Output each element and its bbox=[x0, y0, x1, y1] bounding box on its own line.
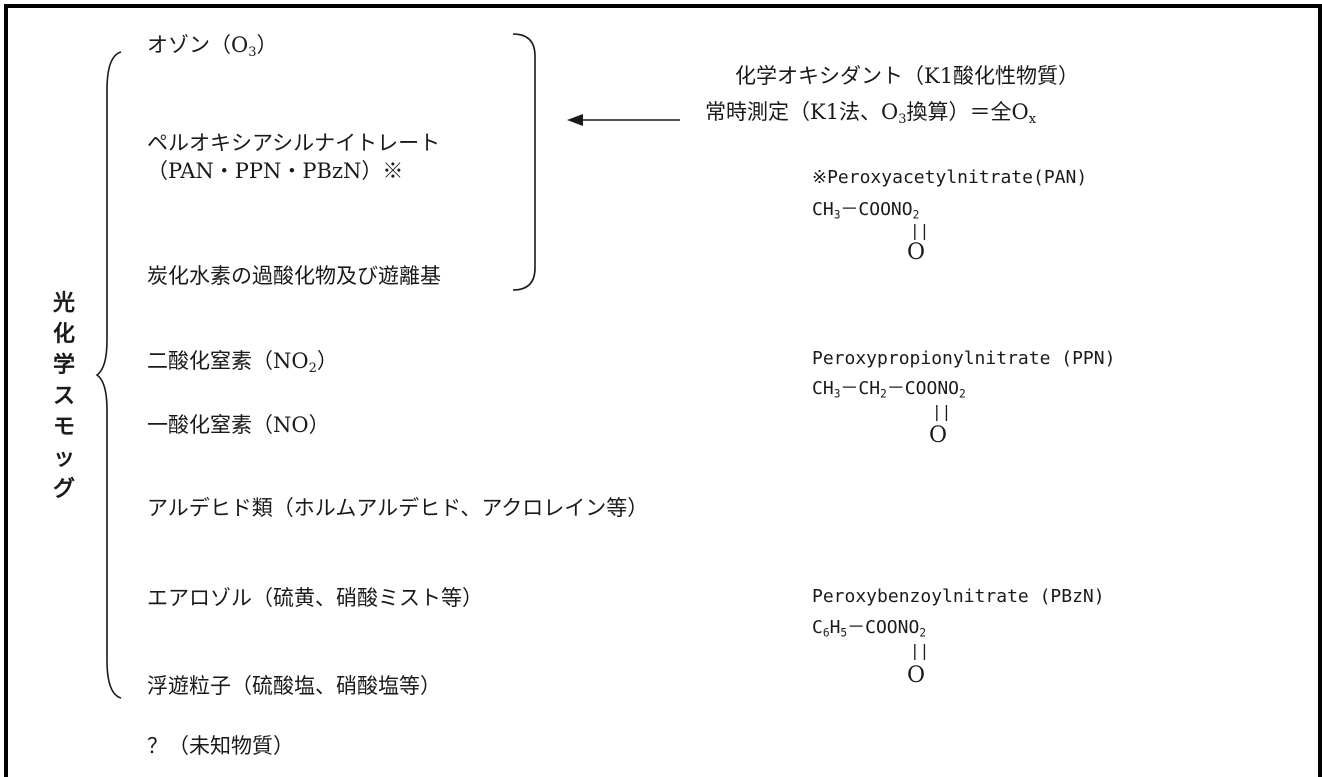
formula-name: Peroxypropionylnitrate (PPN) bbox=[812, 348, 1116, 369]
formula-name: Peroxybenzoylnitrate (PBzN) bbox=[812, 586, 1105, 607]
double-bond: || bbox=[910, 641, 930, 660]
title-char: 学 bbox=[52, 353, 75, 378]
vertical-title: 光 化 学 ス モ ッ グ bbox=[50, 288, 78, 505]
double-bond: || bbox=[932, 402, 952, 421]
title-char: モ bbox=[52, 415, 75, 440]
list-item: （PAN・PPN・PBzN）※ bbox=[147, 159, 404, 183]
list-item: アルデヒド類（ホルムアルデヒド、アクロレイン等） bbox=[147, 496, 649, 520]
double-bond: || bbox=[910, 221, 930, 240]
oxidant-title: 化学オキシダント（K1酸化性物質） bbox=[735, 64, 1080, 88]
list-item: エアロゾル（硫黄、硝酸ミスト等） bbox=[147, 586, 483, 610]
oxygen-atom: O bbox=[907, 663, 926, 688]
list-item: 炭化水素の過酸化物及び遊離基 bbox=[147, 264, 441, 288]
list-item: 二酸化窒素（NO2） bbox=[147, 349, 338, 376]
oxygen-atom: O bbox=[907, 240, 926, 265]
document-frame bbox=[4, 4, 1322, 777]
list-item: ？（未知物質） bbox=[147, 734, 294, 758]
formula-structure: CH3－COONO2 bbox=[812, 199, 920, 222]
left-brace-icon bbox=[95, 51, 122, 699]
title-char: 化 bbox=[52, 322, 75, 347]
formula-structure: CH3－CH2－COONO2 bbox=[812, 378, 966, 401]
title-char: 光 bbox=[52, 291, 75, 316]
formula-structure: C6H5－COONO2 bbox=[812, 617, 927, 640]
oxygen-atom: O bbox=[929, 423, 948, 448]
oxidant-measurement: 常時測定（K1法、O3換算）＝全Ox bbox=[705, 100, 1037, 127]
title-char: ッ bbox=[52, 446, 75, 471]
left-arrow-icon bbox=[567, 114, 680, 126]
list-item: 一酸化窒素（NO） bbox=[147, 413, 330, 437]
title-char: グ bbox=[52, 477, 75, 502]
formula-name: ※Peroxyacetylnitrate(PAN) bbox=[812, 167, 1088, 188]
list-item: ペルオキシアシルナイトレート bbox=[147, 131, 441, 155]
right-bracket-icon bbox=[512, 33, 536, 291]
list-item: 浮遊粒子（硫酸塩、硝酸塩等） bbox=[147, 674, 441, 698]
list-item: オゾン（O3） bbox=[147, 33, 278, 60]
title-char: ス bbox=[52, 384, 75, 409]
